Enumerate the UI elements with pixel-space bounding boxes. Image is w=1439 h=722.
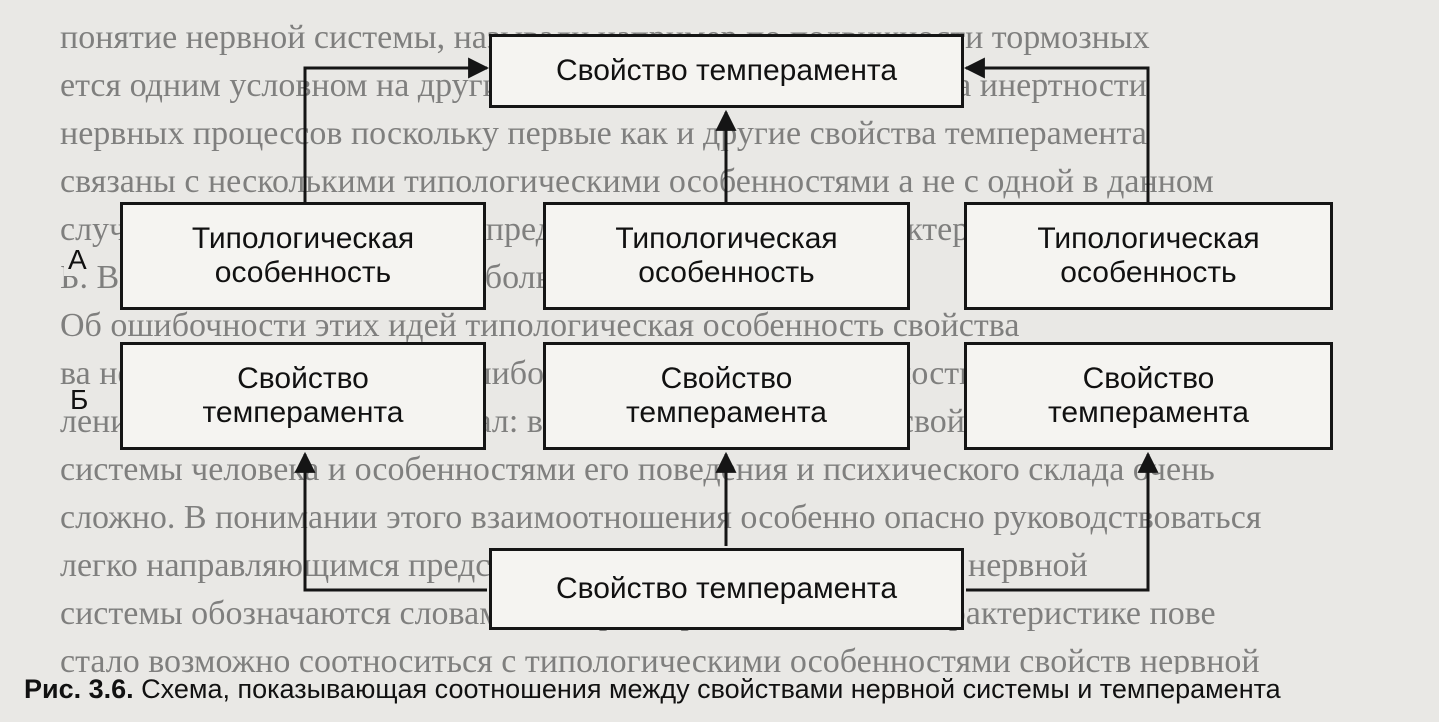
caption-text: Схема, показывающая соотношения между св…: [133, 674, 1281, 704]
row-a-label: А: [64, 244, 91, 276]
box-line: темперамента: [1048, 396, 1249, 429]
box-line: Свойство: [660, 362, 793, 395]
box-line: темперамента: [202, 396, 404, 429]
box-line: особенность: [1060, 256, 1237, 289]
box-line: Типологическая: [1037, 222, 1260, 255]
box-line: Типологическая: [615, 222, 838, 255]
arrow-bottom-to-left: [294, 451, 487, 592]
temperament-property-box-center: Свойство темперамента: [543, 342, 910, 450]
row-b-label: Б: [66, 384, 93, 416]
box-line: особенность: [638, 256, 815, 289]
box-line: темперамента: [626, 396, 827, 429]
top-temperament-box: Свойство темперамента: [489, 34, 964, 108]
temperament-property-box-left: Свойство темперамента: [120, 342, 486, 450]
figure-caption: Рис. 3.6. Схема, показывающая соотношени…: [24, 674, 1424, 705]
top-box-label: Свойство темперамента: [555, 54, 898, 87]
bottom-temperament-box: Свойство темперамента: [489, 548, 964, 630]
box-line: особенность: [214, 256, 392, 289]
arrow-bottom-to-right: [966, 451, 1159, 592]
box-line: Типологическая: [191, 222, 415, 255]
temperament-property-box-right: Свойство темперамента: [964, 342, 1333, 450]
arrow-right-to-top: [963, 57, 1150, 202]
caption-prefix: Рис. 3.6.: [24, 674, 134, 704]
box-line: Свойство: [237, 362, 369, 395]
typological-feature-box-right: Типологическая особенность: [964, 202, 1333, 310]
box-line: Свойство: [1082, 362, 1215, 395]
bottom-box-label: Свойство темперамента: [555, 572, 898, 605]
typological-feature-box-left: Типологическая особенность: [120, 202, 486, 310]
typological-feature-box-center: Типологическая особенность: [543, 202, 910, 310]
arrow-left-to-top: [303, 57, 490, 202]
